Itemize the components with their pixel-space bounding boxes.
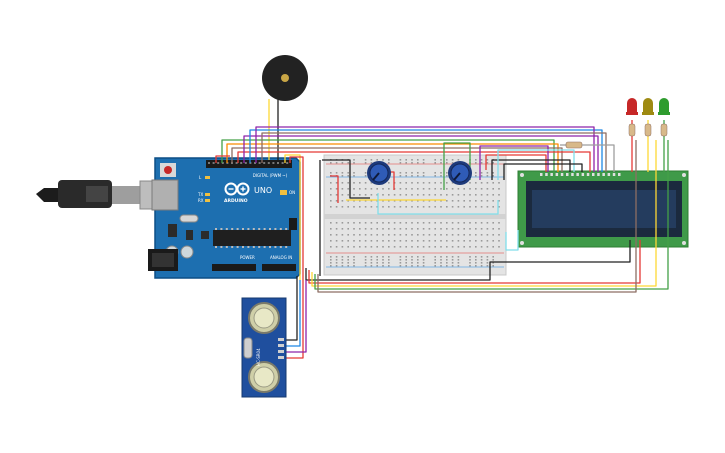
on-led xyxy=(280,190,287,195)
green-led xyxy=(658,98,670,115)
tx-label: TX xyxy=(197,192,203,197)
digital-header xyxy=(206,160,292,168)
l-led xyxy=(205,176,210,179)
rx-label: RX xyxy=(198,198,204,203)
potentiometer-1[interactable] xyxy=(367,161,391,185)
potentiometer-2[interactable] xyxy=(448,161,472,185)
rx-led xyxy=(205,199,210,202)
power-header-label: POWER xyxy=(240,255,255,260)
yellow-led xyxy=(642,98,654,115)
power-header xyxy=(212,264,256,271)
red-led xyxy=(626,98,638,115)
sensor-model-label: HC-SR04 xyxy=(256,348,261,366)
l-label: L xyxy=(199,175,202,180)
leds xyxy=(626,98,670,115)
led-resistors xyxy=(628,123,668,137)
analog-header xyxy=(262,264,296,271)
ultrasonic-sensor: HC-SR04 xyxy=(241,297,287,398)
brand-label: ARDUINO xyxy=(224,198,248,204)
lcd-screen xyxy=(532,190,676,228)
on-label: ON xyxy=(289,190,295,195)
piezo-buzzer xyxy=(262,55,308,101)
arduino-logo-icon xyxy=(224,182,250,196)
tx-led xyxy=(205,193,210,196)
usb-cable xyxy=(36,180,163,210)
model-label: UNO xyxy=(254,186,272,195)
breadboard xyxy=(323,154,507,276)
atmega-chip xyxy=(213,230,291,246)
lcd-16x2 xyxy=(517,170,689,248)
analog-header-label: ANALOG IN xyxy=(270,255,292,260)
arduino-uno-board: DIGITAL (PWM ~) L TX RX UNO ARDUINO ON xyxy=(148,157,301,279)
digital-header-label: DIGITAL (PWM ~) xyxy=(253,173,288,178)
